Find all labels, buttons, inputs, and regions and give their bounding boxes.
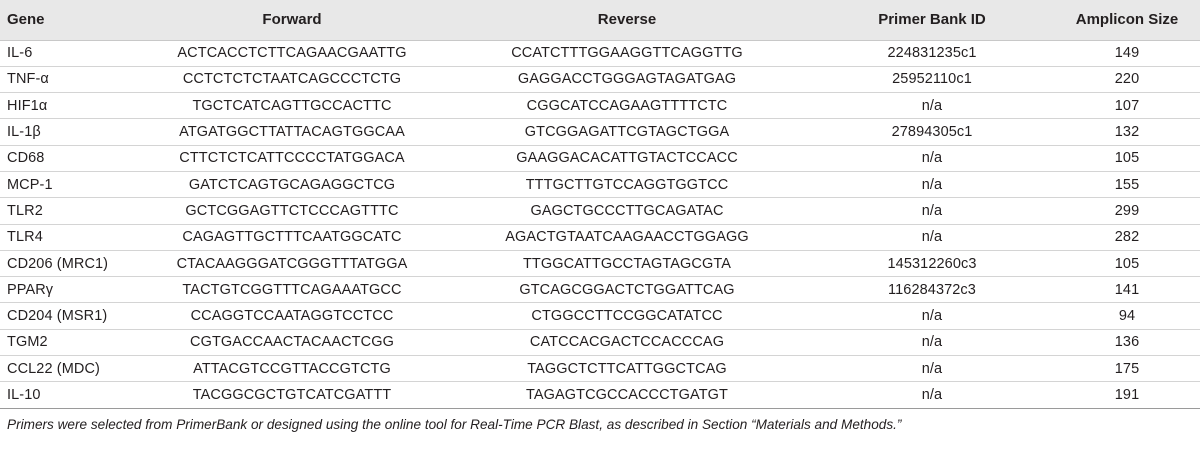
cell-gene: CD68 (0, 145, 147, 172)
primer-table: Gene Forward Reverse Primer Bank ID Ampl… (0, 0, 1200, 409)
cell-forward: ACTCACCTCTTCAGAACGAATTG (147, 40, 437, 67)
cell-gene: CD206 (MRC1) (0, 250, 147, 278)
header-primer-bank-id: Primer Bank ID (817, 0, 1047, 41)
header-gene: Gene (0, 0, 147, 41)
table-row: CD206 (MRC1) CTACAAGGGATCGGGTTTATGGA TTG… (0, 250, 1200, 278)
cell-forward: GATCTCAGTGCAGAGGCTCG (147, 171, 437, 199)
cell-gene: IL-1β (0, 118, 147, 146)
table-row: CD204 (MSR1) CCAGGTCCAATAGGTCCTCC CTGGCC… (0, 302, 1200, 330)
table-row: TLR4 CAGAGTTGCTTTCAATGGCATC AGACTGTAATCA… (0, 224, 1200, 251)
cell-amplicon-size: 105 (1047, 250, 1200, 278)
cell-primer-bank-id: n/a (817, 197, 1047, 225)
cell-gene: IL-10 (0, 381, 147, 409)
cell-primer-bank-id: 25952110c1 (817, 66, 1047, 94)
table-row: TLR2 GCTCGGAGTTCTCCCAGTTTC GAGCTGCCCTTGC… (0, 197, 1200, 225)
cell-reverse: CGGCATCCAGAAGTTTTCTC (437, 92, 817, 120)
cell-amplicon-size: 107 (1047, 92, 1200, 120)
table-footnote: Primers were selected from PrimerBank or… (7, 416, 902, 432)
cell-forward: CCTCTCTCTAATCAGCCCTCTG (147, 66, 437, 94)
cell-reverse: TTGGCATTGCCTAGTAGCGTA (437, 250, 817, 278)
cell-forward: TACTGTCGGTTTCAGAAATGCC (147, 276, 437, 304)
cell-gene: TNF-α (0, 66, 147, 94)
cell-reverse: GTCGGAGATTCGTAGCTGGA (437, 118, 817, 146)
cell-reverse: TAGAGTCGCCACCCTGATGT (437, 381, 817, 409)
cell-amplicon-size: 191 (1047, 381, 1200, 409)
cell-primer-bank-id: 27894305c1 (817, 118, 1047, 146)
table-row: TNF-α CCTCTCTCTAATCAGCCCTCTG GAGGACCTGGG… (0, 66, 1200, 94)
cell-amplicon-size: 105 (1047, 145, 1200, 172)
primer-table-container: Gene Forward Reverse Primer Bank ID Ampl… (0, 0, 1200, 432)
header-reverse: Reverse (437, 0, 817, 41)
cell-reverse: GAAGGACACATTGTACTCCACC (437, 145, 817, 172)
cell-forward: CCAGGTCCAATAGGTCCTCC (147, 302, 437, 330)
cell-gene: CCL22 (MDC) (0, 355, 147, 383)
cell-reverse: GTCAGCGGACTCTGGATTCAG (437, 276, 817, 304)
cell-reverse: CCATCTTTGGAAGGTTCAGGTTG (437, 40, 817, 67)
header-forward: Forward (147, 0, 437, 41)
cell-amplicon-size: 132 (1047, 118, 1200, 146)
cell-forward: ATGATGGCTTATTACAGTGGCAA (147, 118, 437, 146)
cell-primer-bank-id: n/a (817, 381, 1047, 409)
cell-reverse: AGACTGTAATCAAGAACCTGGAGG (437, 224, 817, 251)
cell-gene: CD204 (MSR1) (0, 302, 147, 330)
table-row: IL-1β ATGATGGCTTATTACAGTGGCAA GTCGGAGATT… (0, 118, 1200, 146)
cell-primer-bank-id: 145312260c3 (817, 250, 1047, 278)
cell-gene: IL-6 (0, 40, 147, 67)
cell-amplicon-size: 220 (1047, 66, 1200, 94)
cell-amplicon-size: 155 (1047, 171, 1200, 199)
cell-gene: PPARγ (0, 276, 147, 304)
cell-gene: HIF1α (0, 92, 147, 120)
table-row: HIF1α TGCTCATCAGTTGCCACTTC CGGCATCCAGAAG… (0, 92, 1200, 120)
cell-forward: TACGGCGCTGTCATCGATTT (147, 381, 437, 409)
cell-primer-bank-id: 116284372c3 (817, 276, 1047, 304)
cell-reverse: CTGGCCTTCCGGCATATCC (437, 302, 817, 330)
table-row: IL-6 ACTCACCTCTTCAGAACGAATTG CCATCTTTGGA… (0, 40, 1200, 67)
cell-primer-bank-id: n/a (817, 145, 1047, 172)
cell-reverse: GAGGACCTGGGAGTAGATGAG (437, 66, 817, 94)
cell-forward: CTACAAGGGATCGGGTTTATGGA (147, 250, 437, 278)
header-row: Gene Forward Reverse Primer Bank ID Ampl… (0, 0, 1200, 41)
cell-amplicon-size: 141 (1047, 276, 1200, 304)
table-row: MCP-1 GATCTCAGTGCAGAGGCTCG TTTGCTTGTCCAG… (0, 171, 1200, 199)
table-body: IL-6 ACTCACCTCTTCAGAACGAATTG CCATCTTTGGA… (0, 40, 1200, 409)
cell-amplicon-size: 299 (1047, 197, 1200, 225)
cell-primer-bank-id: n/a (817, 171, 1047, 199)
cell-amplicon-size: 136 (1047, 329, 1200, 357)
cell-forward: CTTCTCTCATTCCCCTATGGACA (147, 145, 437, 172)
cell-forward: ATTACGTCCGTTACCGTCTG (147, 355, 437, 383)
table-row: PPARγ TACTGTCGGTTTCAGAAATGCC GTCAGCGGACT… (0, 276, 1200, 304)
cell-primer-bank-id: n/a (817, 329, 1047, 357)
table-row: CD68 CTTCTCTCATTCCCCTATGGACA GAAGGACACAT… (0, 145, 1200, 172)
cell-primer-bank-id: n/a (817, 224, 1047, 251)
cell-primer-bank-id: n/a (817, 92, 1047, 120)
cell-amplicon-size: 282 (1047, 224, 1200, 251)
cell-gene: TGM2 (0, 329, 147, 357)
cell-amplicon-size: 175 (1047, 355, 1200, 383)
cell-primer-bank-id: 224831235c1 (817, 40, 1047, 67)
table-row: CCL22 (MDC) ATTACGTCCGTTACCGTCTG TAGGCTC… (0, 355, 1200, 383)
cell-amplicon-size: 149 (1047, 40, 1200, 67)
cell-gene: TLR4 (0, 224, 147, 251)
cell-reverse: TAGGCTCTTCATTGGCTCAG (437, 355, 817, 383)
cell-reverse: CATCCACGACTCCACCCAG (437, 329, 817, 357)
cell-forward: TGCTCATCAGTTGCCACTTC (147, 92, 437, 120)
cell-amplicon-size: 94 (1047, 302, 1200, 330)
cell-primer-bank-id: n/a (817, 302, 1047, 330)
table-row: IL-10 TACGGCGCTGTCATCGATTT TAGAGTCGCCACC… (0, 381, 1200, 409)
header-amplicon-size: Amplicon Size (1047, 0, 1200, 41)
cell-primer-bank-id: n/a (817, 355, 1047, 383)
table-row: TGM2 CGTGACCAACTACAACTCGG CATCCACGACTCCA… (0, 329, 1200, 357)
cell-reverse: GAGCTGCCCTTGCAGATAC (437, 197, 817, 225)
table-header: Gene Forward Reverse Primer Bank ID Ampl… (0, 0, 1200, 41)
cell-reverse: TTTGCTTGTCCAGGTGGTCC (437, 171, 817, 199)
cell-gene: MCP-1 (0, 171, 147, 199)
cell-forward: GCTCGGAGTTCTCCCAGTTTC (147, 197, 437, 225)
cell-gene: TLR2 (0, 197, 147, 225)
cell-forward: CAGAGTTGCTTTCAATGGCATC (147, 224, 437, 251)
cell-forward: CGTGACCAACTACAACTCGG (147, 329, 437, 357)
